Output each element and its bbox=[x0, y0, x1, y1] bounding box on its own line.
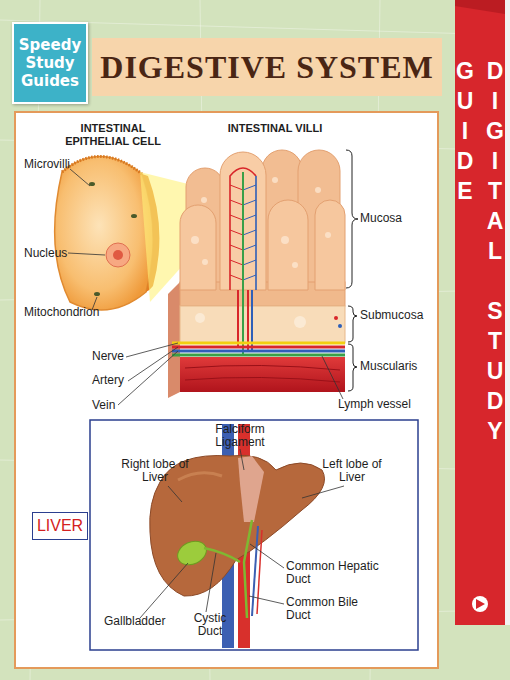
spot bbox=[201, 197, 207, 203]
spot bbox=[325, 232, 331, 238]
epithelial-cell bbox=[55, 156, 153, 310]
node-label: LIVER bbox=[37, 517, 83, 535]
leader-line bbox=[249, 596, 284, 604]
part-label: Falciform Ligament bbox=[200, 423, 280, 449]
part-label: Submucosa bbox=[360, 309, 423, 322]
cystic-duct bbox=[204, 548, 240, 562]
tissue-bubble bbox=[195, 313, 205, 323]
capillary-artery bbox=[230, 168, 256, 290]
vein-line bbox=[172, 350, 345, 353]
part-label: Gallbladder bbox=[104, 615, 165, 628]
section-heading: INTESTINAL VILLI bbox=[215, 122, 335, 135]
leader-line bbox=[126, 343, 178, 357]
part-label: Left lobe of Liver bbox=[316, 458, 388, 484]
villus bbox=[180, 205, 216, 290]
title-text: DIGESTIVE SYSTEM bbox=[100, 49, 433, 86]
capillary-vein bbox=[255, 176, 257, 290]
part-label: Right lobe of Liver bbox=[120, 458, 190, 484]
capillary-net bbox=[230, 185, 243, 280]
bracket bbox=[346, 150, 358, 288]
section-heading: INTESTINAL EPITHELIAL CELL bbox=[57, 122, 169, 148]
villus-spots bbox=[191, 177, 331, 268]
falciform-ligament bbox=[238, 456, 264, 522]
leader-line bbox=[118, 351, 178, 405]
node-label: DIGITAL STUDY GUIDE bbox=[450, 58, 510, 625]
part-label: Nerve bbox=[92, 350, 124, 363]
leader-line bbox=[140, 563, 188, 618]
lacteal bbox=[242, 172, 244, 290]
content-panel bbox=[15, 112, 438, 668]
spot bbox=[202, 259, 208, 265]
liver-highlight bbox=[178, 473, 222, 480]
part-label: Common Bile Duct bbox=[286, 596, 366, 622]
villus bbox=[315, 200, 345, 290]
mitochondrion bbox=[94, 292, 100, 296]
part-label: Mitochondrion bbox=[24, 306, 99, 319]
spot bbox=[292, 262, 298, 268]
hepatic-artery bbox=[257, 530, 262, 614]
node-label: Speedy Study Guides bbox=[15, 36, 85, 90]
part-label: Mucosa bbox=[360, 212, 402, 225]
spot bbox=[315, 187, 321, 193]
part-label: Artery bbox=[92, 374, 124, 387]
leader-line bbox=[322, 356, 343, 399]
vessel-dot bbox=[334, 316, 338, 320]
leader-line bbox=[302, 486, 344, 498]
spot bbox=[191, 236, 199, 244]
capillary-net bbox=[243, 185, 256, 280]
part-label: Common Hepatic Duct bbox=[286, 560, 386, 586]
nucleus bbox=[106, 243, 130, 267]
leader-line bbox=[240, 449, 244, 470]
part-label: Cystic Duct bbox=[186, 612, 234, 638]
mitochondrion bbox=[131, 214, 137, 218]
title-band: DIGESTIVE SYSTEM bbox=[92, 38, 442, 96]
spot bbox=[272, 177, 278, 183]
lymph-line bbox=[172, 354, 345, 357]
vessel-dot bbox=[338, 324, 342, 328]
section-tag: LIVER bbox=[32, 512, 88, 540]
ribbon-band: DIGITAL STUDY GUIDE bbox=[455, 0, 505, 625]
submucosa-layer bbox=[180, 306, 345, 343]
villus-front bbox=[220, 152, 266, 290]
artery-line bbox=[172, 346, 345, 349]
part-label: Vein bbox=[92, 399, 115, 412]
logo-box: Speedy Study Guides bbox=[12, 22, 88, 104]
leader-line bbox=[206, 553, 216, 612]
gallbladder bbox=[174, 537, 210, 570]
page-edge bbox=[505, 0, 510, 625]
part-label: Muscularis bbox=[360, 360, 417, 373]
leader-line bbox=[70, 169, 90, 186]
tissue-bubble bbox=[294, 316, 306, 328]
block-side bbox=[168, 282, 180, 398]
leader-lines bbox=[140, 449, 344, 618]
microvilli-edge bbox=[62, 156, 142, 174]
nerve-line bbox=[172, 342, 345, 345]
villus bbox=[268, 200, 308, 290]
bile-duct bbox=[244, 520, 252, 618]
ribbon-fold bbox=[455, 0, 505, 14]
ribbon-icon bbox=[472, 596, 488, 612]
muscle-fibres bbox=[185, 365, 340, 382]
nucleolus bbox=[113, 250, 123, 260]
bracket bbox=[348, 306, 357, 342]
spot bbox=[281, 236, 289, 244]
muscularis-layer bbox=[180, 357, 345, 392]
bracket bbox=[348, 344, 357, 391]
part-label: Lymph vessel bbox=[338, 398, 411, 411]
ribbon-icon-arrow bbox=[476, 599, 485, 609]
leader-line bbox=[128, 347, 178, 381]
leader-lines bbox=[68, 169, 343, 405]
part-label: Nucleus bbox=[24, 247, 67, 260]
part-label: Microvilli bbox=[24, 158, 70, 171]
liver-panel bbox=[90, 420, 418, 650]
vertical-lymph bbox=[242, 290, 244, 355]
leader-line bbox=[68, 253, 105, 255]
leader-line bbox=[250, 544, 284, 568]
leader-line bbox=[168, 486, 182, 502]
